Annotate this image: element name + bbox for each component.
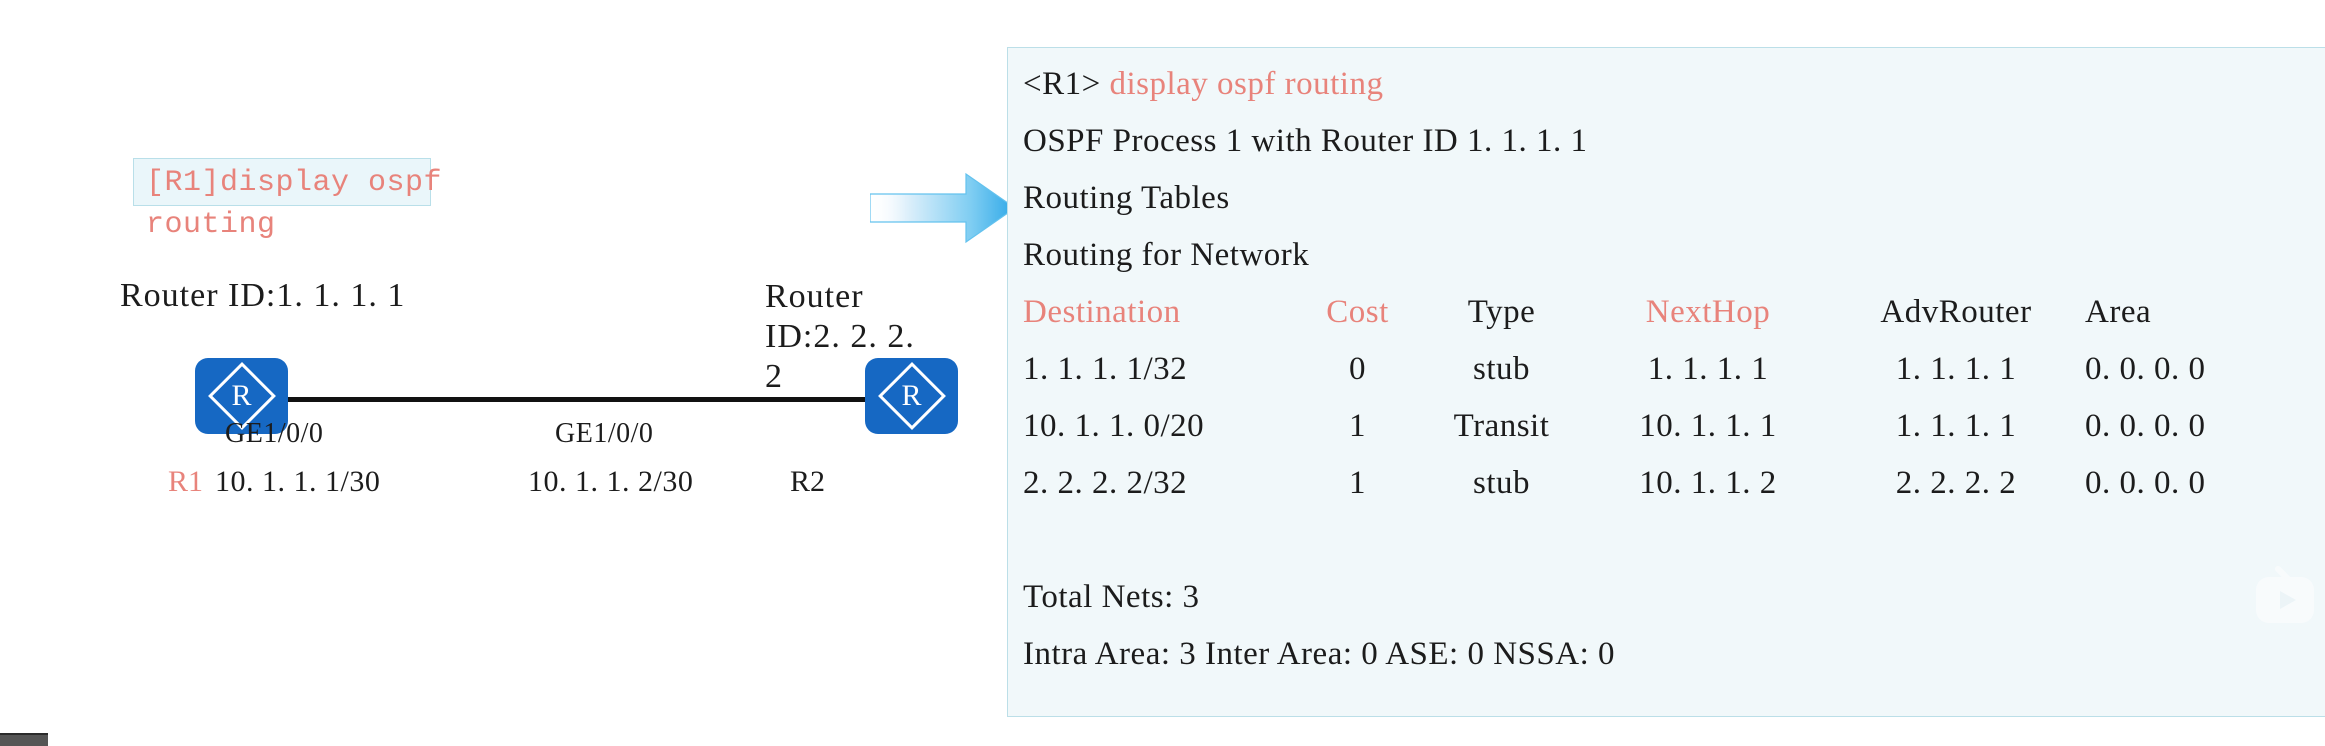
router-icon-r1: R xyxy=(195,358,288,434)
table-row: 1. 1. 1. 1/32 0 stub 1. 1. 1. 1 1. 1. 1. 1 0.… xyxy=(1023,341,2325,398)
table-header-nexthop: NextHop xyxy=(1645,294,1771,330)
interface-label-r2: GE1/0/0 xyxy=(555,418,654,449)
cell-area: 0. 0. 0. 0 xyxy=(2085,408,2206,444)
cell-destination: 2. 2. 2. 2/32 xyxy=(1023,465,1188,501)
cell-destination: 1. 1. 1. 1/32 xyxy=(1023,351,1188,387)
terminal-line-process: OSPF Process 1 with Router ID 1. 1. 1. 1 xyxy=(1023,123,1588,159)
router-id-label-r2: Router ID:2. 2. 2. 2 xyxy=(765,278,915,395)
network-link-line xyxy=(288,397,913,402)
terminal-blank-line xyxy=(1023,512,2325,569)
routing-table-header-row: Destination Cost Type NextHop AdvRouter Area xyxy=(1023,284,2325,341)
cell-area: 0. 0. 0. 0 xyxy=(2085,351,2206,387)
table-row: 10. 1. 1. 0/20 1 Transit 10. 1. 1. 1 1. 1. 1… xyxy=(1023,398,2325,455)
network-topology-diagram: [R1]display ospf routing Router ID:1. 1.… xyxy=(0,0,1015,746)
router-id-label-r1: Router ID:1. 1. 1. 1 xyxy=(120,277,406,314)
ip-address-label-r1: 10. 1. 1. 1/30 xyxy=(215,465,381,498)
cell-cost: 1 xyxy=(1349,408,1366,444)
terminal-area-counters: Intra Area: 3 Inter Area: 0 ASE: 0 NSSA:… xyxy=(1023,636,1615,672)
table-header-advrouter: AdvRouter xyxy=(1880,294,2032,330)
cell-advrouter: 2. 2. 2. 2 xyxy=(1895,465,2017,501)
router-name-label-r2: R2 xyxy=(790,465,826,498)
cell-advrouter: 1. 1. 1. 1 xyxy=(1895,408,2017,444)
cell-nexthop: 10. 1. 1. 2 xyxy=(1639,465,1777,501)
cell-type: Transit xyxy=(1453,408,1550,444)
table-header-type: Type xyxy=(1467,294,1536,330)
router-glyph-r2: R xyxy=(901,379,922,412)
terminal-output-panel[interactable]: <R1> display ospf routing OSPF Process 1… xyxy=(1007,47,2325,717)
cell-advrouter: 1. 1. 1. 1 xyxy=(1895,351,2017,387)
cell-cost: 1 xyxy=(1349,465,1366,501)
router-glyph-r1: R xyxy=(231,379,252,412)
terminal-prompt-line: <R1> display ospf routing xyxy=(1023,56,2325,113)
cell-destination: 10. 1. 1. 0/20 xyxy=(1023,408,1205,444)
table-row: 2. 2. 2. 2/32 1 stub 10. 1. 1. 2 2. 2. 2. 2 0… xyxy=(1023,455,2325,512)
table-header-destination: Destination xyxy=(1023,294,1181,330)
arrow-right-icon xyxy=(870,172,1015,244)
bottom-left-artifact xyxy=(0,733,48,746)
terminal-line-routing-for-network: Routing for Network xyxy=(1023,237,1310,273)
command-callout-line-2: routing xyxy=(146,208,276,242)
table-header-cost: Cost xyxy=(1326,294,1389,330)
cell-nexthop: 1. 1. 1. 1 xyxy=(1647,351,1769,387)
command-callout-box xyxy=(133,158,431,206)
router-name-label-r1: R1 xyxy=(168,465,204,498)
cell-nexthop: 10. 1. 1. 1 xyxy=(1639,408,1777,444)
cell-cost: 0 xyxy=(1349,351,1366,387)
cell-area: 0. 0. 0. 0 xyxy=(2085,465,2206,501)
terminal-prompt: <R1> xyxy=(1023,66,1101,102)
command-callout-line-1: [R1]display ospf xyxy=(146,166,443,200)
terminal-command: display ospf routing xyxy=(1109,66,1384,102)
play-button-logo-icon xyxy=(2256,566,2314,623)
terminal-total-nets: Total Nets: 3 xyxy=(1023,579,1200,615)
cell-type: stub xyxy=(1472,351,1530,387)
ip-address-label-r2: 10. 1. 1. 2/30 xyxy=(528,465,694,498)
table-header-area: Area xyxy=(2085,294,2152,330)
router-icon-r2: R xyxy=(865,358,958,434)
cell-type: stub xyxy=(1472,465,1530,501)
terminal-text-content: <R1> display ospf routing OSPF Process 1… xyxy=(1023,56,2325,683)
interface-label-r1: GE1/0/0 xyxy=(225,418,324,449)
terminal-line-routing-tables: Routing Tables xyxy=(1023,180,1230,216)
